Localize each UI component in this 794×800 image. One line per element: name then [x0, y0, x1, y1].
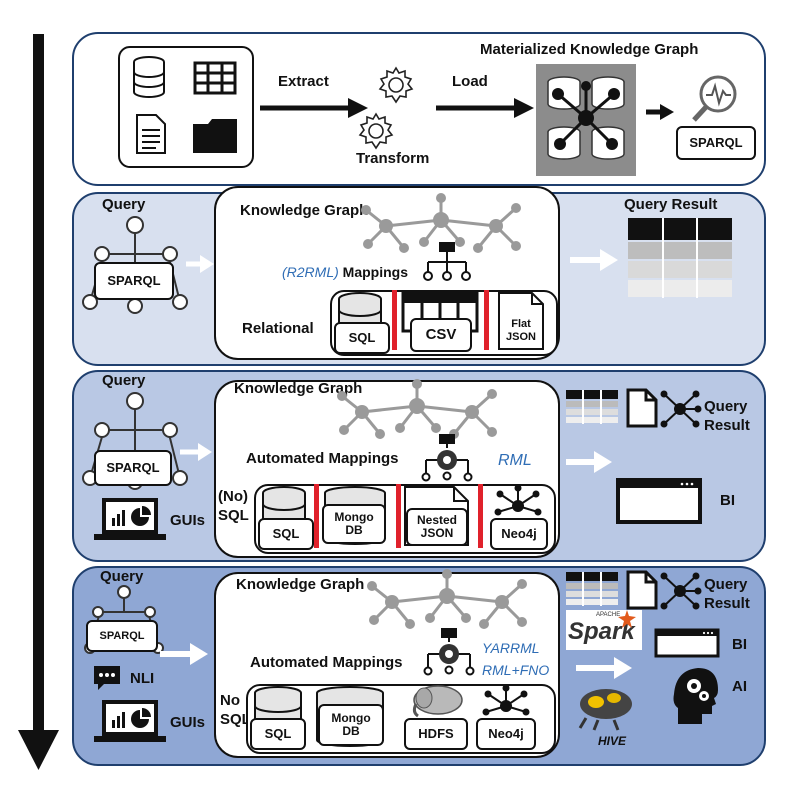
query-arrow	[180, 443, 212, 461]
query-label: Query	[102, 372, 146, 389]
separator	[484, 290, 489, 350]
mappings-text: Mappings	[342, 264, 409, 280]
separator	[314, 484, 319, 548]
neo4j-graph-icon	[482, 684, 530, 716]
source-neo4j: Neo4j	[476, 718, 536, 750]
nosql-label: (No) SQL	[218, 488, 249, 524]
sparql-box: SPARQL	[86, 620, 158, 652]
folder-icon	[193, 119, 237, 153]
source-mongodb: Mongo DB	[322, 504, 386, 544]
graph-node-icon	[660, 390, 702, 428]
materialized-kg-image	[536, 64, 636, 176]
gear-icon	[378, 66, 414, 104]
graph-icon	[367, 569, 527, 629]
hierarchy-icon	[423, 242, 471, 281]
document-icon	[626, 388, 658, 428]
document-icon	[626, 570, 658, 610]
graph-icon	[337, 379, 497, 439]
database-icon	[547, 76, 625, 160]
result-arrow	[570, 249, 618, 271]
rml-fno-label: RML+FNO	[482, 662, 550, 678]
graph-node-icon	[660, 572, 702, 610]
automated-mappings-label: Automated Mappings	[246, 450, 399, 467]
sparql-arrow	[646, 104, 674, 120]
automated-mappings-label: Automated Mappings	[250, 654, 403, 671]
elephant-icon	[412, 685, 463, 718]
query-result-label: Query Result	[624, 196, 718, 213]
chat-icon	[94, 666, 120, 690]
sparql-box: SPARQL	[94, 262, 174, 300]
yarrml-label: YARRML	[482, 640, 540, 656]
r2rml-label: (R2RML)	[282, 264, 339, 280]
extract-arrow	[260, 98, 368, 118]
query-arrow	[160, 643, 208, 665]
load-arrow	[436, 98, 534, 118]
result-arrow	[576, 657, 632, 679]
guis-label: GUIs	[170, 714, 206, 731]
graph-icon	[361, 193, 521, 253]
query-result-label: Query Result	[704, 576, 750, 612]
sparql-box: SPARQL	[676, 126, 756, 160]
source-flat-json: Flat JSON	[506, 318, 536, 344]
hive-logo-icon	[578, 689, 632, 731]
laptop-chart-icon	[94, 700, 166, 742]
source-csv: CSV	[410, 318, 472, 352]
result-table-icon	[628, 218, 732, 298]
guis-label: GUIs	[170, 512, 206, 529]
laptop-chart-icon	[94, 498, 166, 540]
ai-head-gear-icon	[673, 668, 718, 724]
data-sources-box	[118, 46, 254, 168]
query-label: Query	[100, 568, 144, 585]
relational-label: Relational	[242, 320, 314, 337]
kg-title: Knowledge Graph	[236, 576, 365, 593]
database-icon	[133, 56, 165, 98]
gear-icon	[358, 112, 394, 150]
query-result-label: Query Result	[704, 398, 750, 434]
table-icon	[566, 572, 618, 606]
nosql-label: No SQL	[220, 692, 251, 728]
result-arrow	[566, 451, 612, 473]
document-icon	[136, 114, 166, 154]
load-label: Load	[452, 73, 488, 90]
spark-small-label: APACHE	[596, 612, 621, 618]
spark-logo: APACHE Spark	[566, 610, 642, 650]
sparql-box: SPARQL	[94, 450, 172, 486]
nli-label: NLI	[130, 670, 155, 687]
hive-label: HIVE	[598, 734, 627, 748]
neo4j-graph-icon	[494, 484, 542, 516]
bi-label: BI	[720, 492, 735, 509]
source-hdfs: HDFS	[404, 718, 468, 750]
ai-label: AI	[732, 678, 747, 695]
mappings-label: (R2RML) Mappings	[282, 264, 408, 280]
star-icon	[618, 610, 636, 628]
query-label: Query	[102, 196, 146, 213]
separator	[392, 290, 397, 350]
separator	[396, 484, 401, 548]
kg-title: Knowledge Graph	[240, 202, 369, 219]
search-icon	[692, 75, 737, 122]
source-sql: SQL	[334, 322, 390, 354]
source-nested-json: Nested JSON	[406, 508, 468, 546]
source-mongodb: Mongo DB	[318, 704, 384, 746]
source-sql: SQL	[250, 718, 306, 750]
table-icon	[193, 61, 237, 95]
browser-window-icon	[616, 478, 702, 524]
separator	[478, 484, 483, 548]
source-neo4j: Neo4j	[490, 518, 548, 550]
transform-label: Transform	[356, 150, 430, 167]
query-arrow	[186, 255, 214, 273]
bi-label: BI	[732, 636, 747, 653]
rml-label: RML	[498, 452, 532, 469]
browser-window-icon	[654, 628, 720, 658]
document-icon	[498, 292, 544, 350]
kg-title: Knowledge Graph	[234, 380, 363, 397]
source-sql: SQL	[258, 518, 314, 550]
materialized-kg-title: Materialized Knowledge Graph	[480, 41, 699, 58]
hierarchy-gear-icon	[421, 434, 473, 482]
table-icon	[566, 390, 618, 424]
extract-label: Extract	[278, 73, 329, 90]
hierarchy-gear-icon	[423, 628, 475, 676]
